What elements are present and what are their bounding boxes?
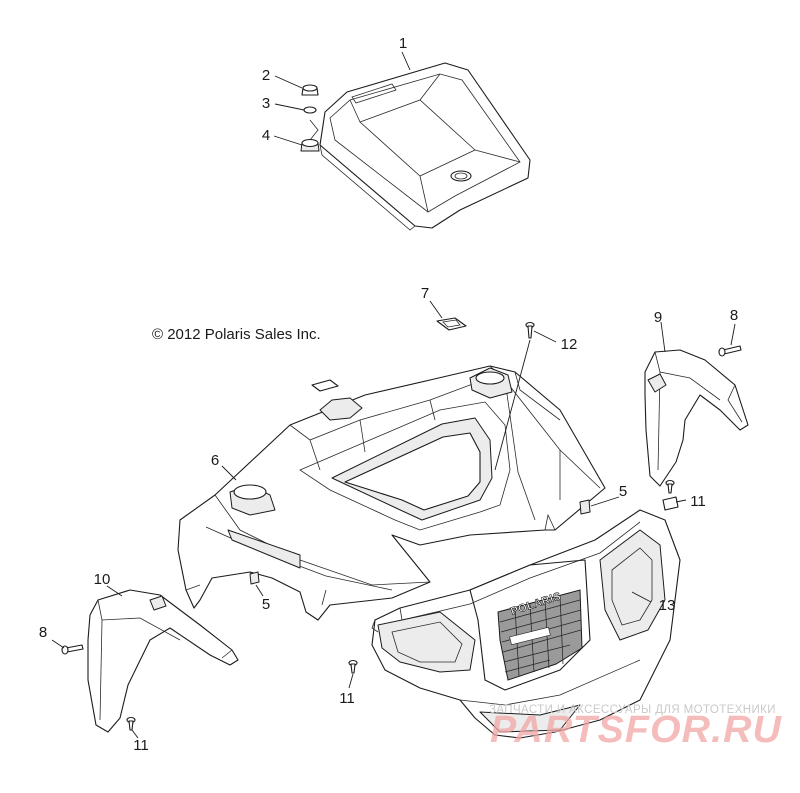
copyright-notice: © 2012 Polaris Sales Inc.	[152, 326, 321, 343]
callout-6: 6	[211, 452, 219, 469]
part-5-clip-left	[249, 571, 260, 585]
callout-11-center: 11	[339, 690, 355, 707]
watermark-tagline: ЗАПЧАСТИ И АКСЕССУАРЫ ДЛЯ МОТОТЕХНИКИ	[489, 704, 776, 716]
part-1-hood-cover	[319, 62, 531, 231]
part-10-left-fender	[87, 589, 239, 733]
callout-4: 4	[262, 127, 270, 144]
part-9-right-fender	[644, 349, 749, 487]
callout-10: 10	[94, 571, 111, 588]
callout-3: 3	[262, 95, 270, 112]
callout-5-right: 5	[619, 483, 627, 500]
callout-7: 7	[421, 285, 429, 302]
callout-5-left: 5	[262, 596, 270, 613]
part-11-rivet-left	[126, 716, 136, 731]
part-13-front-bumper	[371, 509, 681, 739]
part-2-grommet	[301, 84, 319, 96]
callout-1: 1	[399, 35, 407, 52]
callout-8-left: 8	[39, 624, 47, 641]
watermark-brand: PARTSFOR.RU	[490, 709, 783, 751]
part-7-clip	[436, 317, 467, 331]
part-11-rivet-center	[348, 659, 358, 674]
callout-13: 13	[659, 597, 676, 614]
callout-8-right: 8	[730, 307, 738, 324]
callout-2: 2	[262, 67, 270, 84]
part-8-screw-left	[61, 644, 84, 655]
callout-12: 12	[561, 336, 578, 353]
callout-9: 9	[654, 309, 662, 326]
part-11-rivet-right	[662, 479, 679, 511]
part-8-screw-right	[718, 345, 742, 357]
part-5-clip-right	[579, 499, 591, 515]
part-4-nut	[300, 119, 320, 152]
callout-11-right: 11	[690, 493, 706, 510]
part-3-washer	[303, 106, 317, 114]
part-12-push-rivet	[525, 321, 535, 339]
part-6-main-body	[177, 365, 606, 621]
leader-lines	[51, 51, 736, 739]
callout-11-left: 11	[133, 737, 149, 754]
